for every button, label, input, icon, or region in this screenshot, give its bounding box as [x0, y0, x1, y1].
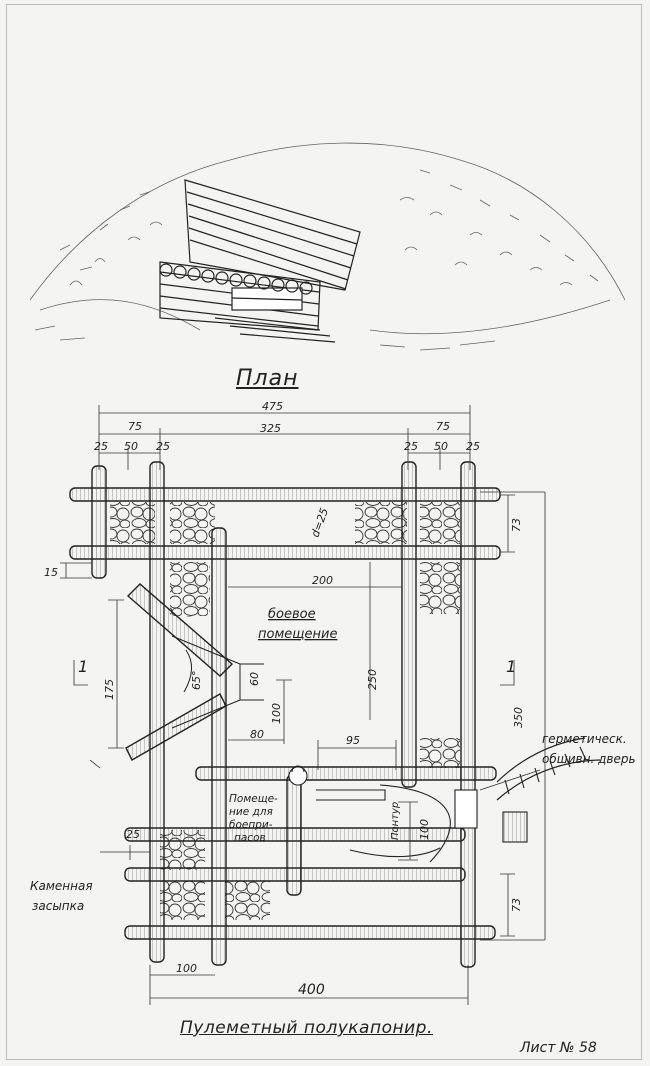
- perspective-sketch: [29, 142, 626, 351]
- sheet-frame: [6, 4, 642, 1060]
- plan-title: План: [236, 366, 299, 391]
- drawing-caption: Пулеметный полукапонир.: [180, 1018, 433, 1038]
- sheet-number: Лист № 58: [520, 1040, 597, 1056]
